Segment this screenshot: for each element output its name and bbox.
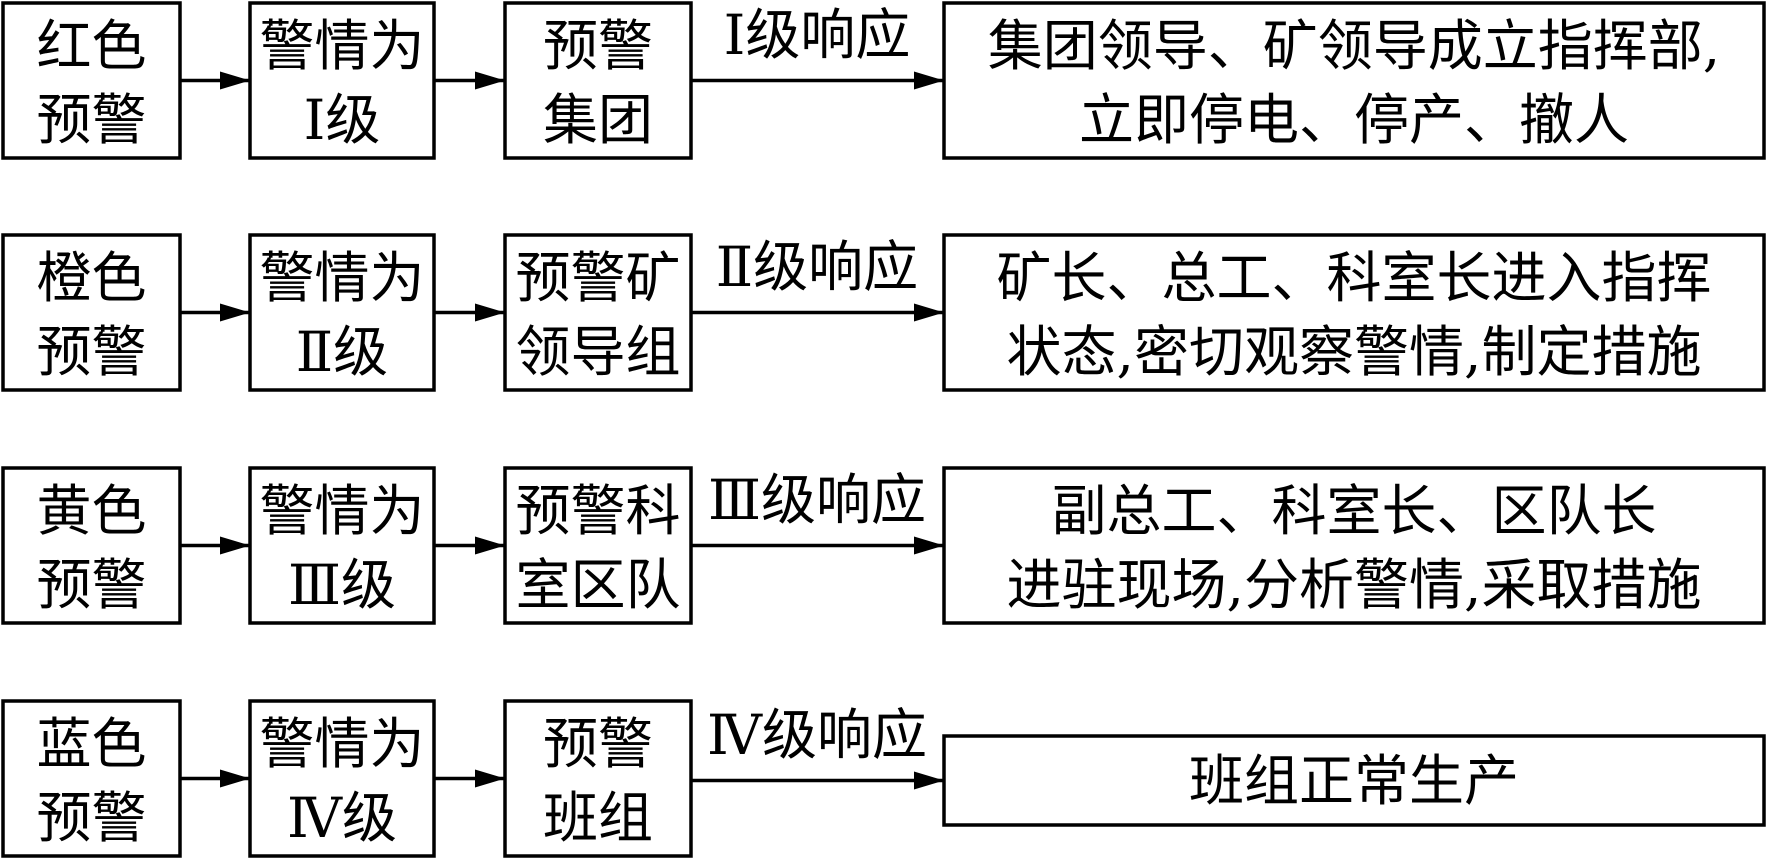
alert-level-line-2: Ⅳ级 bbox=[287, 786, 397, 850]
alert-target-box: 预警 集团 bbox=[503, 1, 693, 160]
alert-target-box: 预警科 室区队 bbox=[503, 466, 693, 625]
alert-target-box: 预警 班组 bbox=[503, 699, 693, 858]
alert-level-box: 警情为 Ⅰ级 bbox=[248, 1, 436, 160]
alert-target-line-1: 预警 bbox=[543, 712, 653, 776]
alert-level-line-1: 警情为 bbox=[259, 14, 424, 78]
warning-color-box: 黄色 预警 bbox=[1, 466, 182, 625]
warning-color-line-1: 黄色 bbox=[36, 479, 146, 543]
warning-color-line-2: 预警 bbox=[36, 786, 146, 850]
alert-level-line-2: Ⅰ级 bbox=[304, 88, 381, 152]
response-action-line-2: 状态,密切观察警情,制定措施 bbox=[1007, 320, 1702, 384]
warning-color-box-frame bbox=[1, 699, 182, 858]
alert-target-box-frame bbox=[503, 233, 693, 392]
alert-level-line-2: Ⅲ级 bbox=[288, 553, 396, 617]
response-level-label: Ⅰ级响应 bbox=[724, 3, 911, 67]
response-action-line-1: 矿长、总工、科室长进入指挥 bbox=[996, 246, 1711, 310]
alert-target-line-2: 室区队 bbox=[515, 553, 680, 617]
row-red-warning: 红色 预警 警情为 Ⅰ级 预警 集团 Ⅰ级响应 集团领导、矿领导成立指挥部, 立… bbox=[1, 1, 1766, 160]
response-action-box-frame bbox=[942, 1, 1766, 160]
alert-level-box-frame bbox=[248, 233, 436, 392]
alert-target-box-frame bbox=[503, 699, 693, 858]
alert-level-box-frame bbox=[248, 1, 436, 160]
warning-color-box: 橙色 预警 bbox=[1, 233, 182, 392]
alert-target-line-2: 集团 bbox=[543, 88, 653, 152]
alert-target-line-2: 班组 bbox=[543, 786, 653, 850]
response-action-line-1: 集团领导、矿领导成立指挥部, bbox=[988, 14, 1720, 78]
row-orange-warning: 橙色 预警 警情为 Ⅱ级 预警矿 领导组 Ⅱ级响应 矿长、总工、科室长进入指挥 … bbox=[1, 233, 1766, 392]
warning-color-box: 蓝色 预警 bbox=[1, 699, 182, 858]
alert-level-box-frame bbox=[248, 699, 436, 858]
alert-target-line-2: 领导组 bbox=[515, 320, 680, 384]
response-level-label: Ⅲ级响应 bbox=[708, 468, 926, 532]
row-yellow-warning: 黄色 预警 警情为 Ⅲ级 预警科 室区队 Ⅲ级响应 副总工、科室长、区队长 进驻… bbox=[1, 466, 1766, 625]
warning-color-line-1: 蓝色 bbox=[36, 712, 146, 776]
alert-target-box-frame bbox=[503, 1, 693, 160]
response-action-line-1: 班组正常生产 bbox=[1189, 749, 1519, 813]
alert-target-line-1: 预警 bbox=[543, 14, 653, 78]
warning-color-box-frame bbox=[1, 1, 182, 160]
response-action-line-1: 副总工、科室长、区队长 bbox=[1051, 479, 1656, 543]
alert-level-line-2: Ⅱ级 bbox=[296, 320, 388, 384]
alert-target-box-frame bbox=[503, 466, 693, 625]
response-action-box-frame bbox=[942, 466, 1766, 625]
response-action-box: 副总工、科室长、区队长 进驻现场,分析警情,采取措施 bbox=[942, 466, 1766, 625]
alert-level-line-1: 警情为 bbox=[259, 246, 424, 310]
response-action-box: 班组正常生产 bbox=[942, 734, 1766, 827]
alert-level-box: 警情为 Ⅱ级 bbox=[248, 233, 436, 392]
alert-level-line-1: 警情为 bbox=[259, 712, 424, 776]
alert-target-line-1: 预警矿 bbox=[515, 246, 680, 310]
response-action-box-frame bbox=[942, 233, 1766, 392]
response-level-label: Ⅳ级响应 bbox=[707, 703, 927, 767]
row-blue-warning: 蓝色 预警 警情为 Ⅳ级 预警 班组 Ⅳ级响应 班组正常生产 bbox=[1, 699, 1766, 858]
alert-target-box: 预警矿 领导组 bbox=[503, 233, 693, 392]
warning-color-line-1: 橙色 bbox=[36, 246, 146, 310]
alert-target-line-1: 预警科 bbox=[515, 479, 680, 543]
response-action-box: 矿长、总工、科室长进入指挥 状态,密切观察警情,制定措施 bbox=[942, 233, 1766, 392]
warning-color-line-2: 预警 bbox=[36, 320, 146, 384]
response-action-line-2: 立即停电、停产、撤人 bbox=[1079, 88, 1629, 152]
warning-color-line-2: 预警 bbox=[36, 88, 146, 152]
warning-color-box: 红色 预警 bbox=[1, 1, 182, 160]
warning-color-box-frame bbox=[1, 466, 182, 625]
response-action-line-2: 进驻现场,分析警情,采取措施 bbox=[1007, 553, 1702, 617]
response-action-box-frame bbox=[942, 734, 1766, 827]
response-action-box: 集团领导、矿领导成立指挥部, 立即停电、停产、撤人 bbox=[942, 1, 1766, 160]
alert-level-line-1: 警情为 bbox=[259, 479, 424, 543]
alert-level-box: 警情为 Ⅲ级 bbox=[248, 466, 436, 625]
response-level-label: Ⅱ级响应 bbox=[716, 235, 918, 299]
warning-color-line-1: 红色 bbox=[36, 14, 146, 78]
alert-level-box: 警情为 Ⅳ级 bbox=[248, 699, 436, 858]
warning-color-box-frame bbox=[1, 233, 182, 392]
warning-color-line-2: 预警 bbox=[36, 553, 146, 617]
